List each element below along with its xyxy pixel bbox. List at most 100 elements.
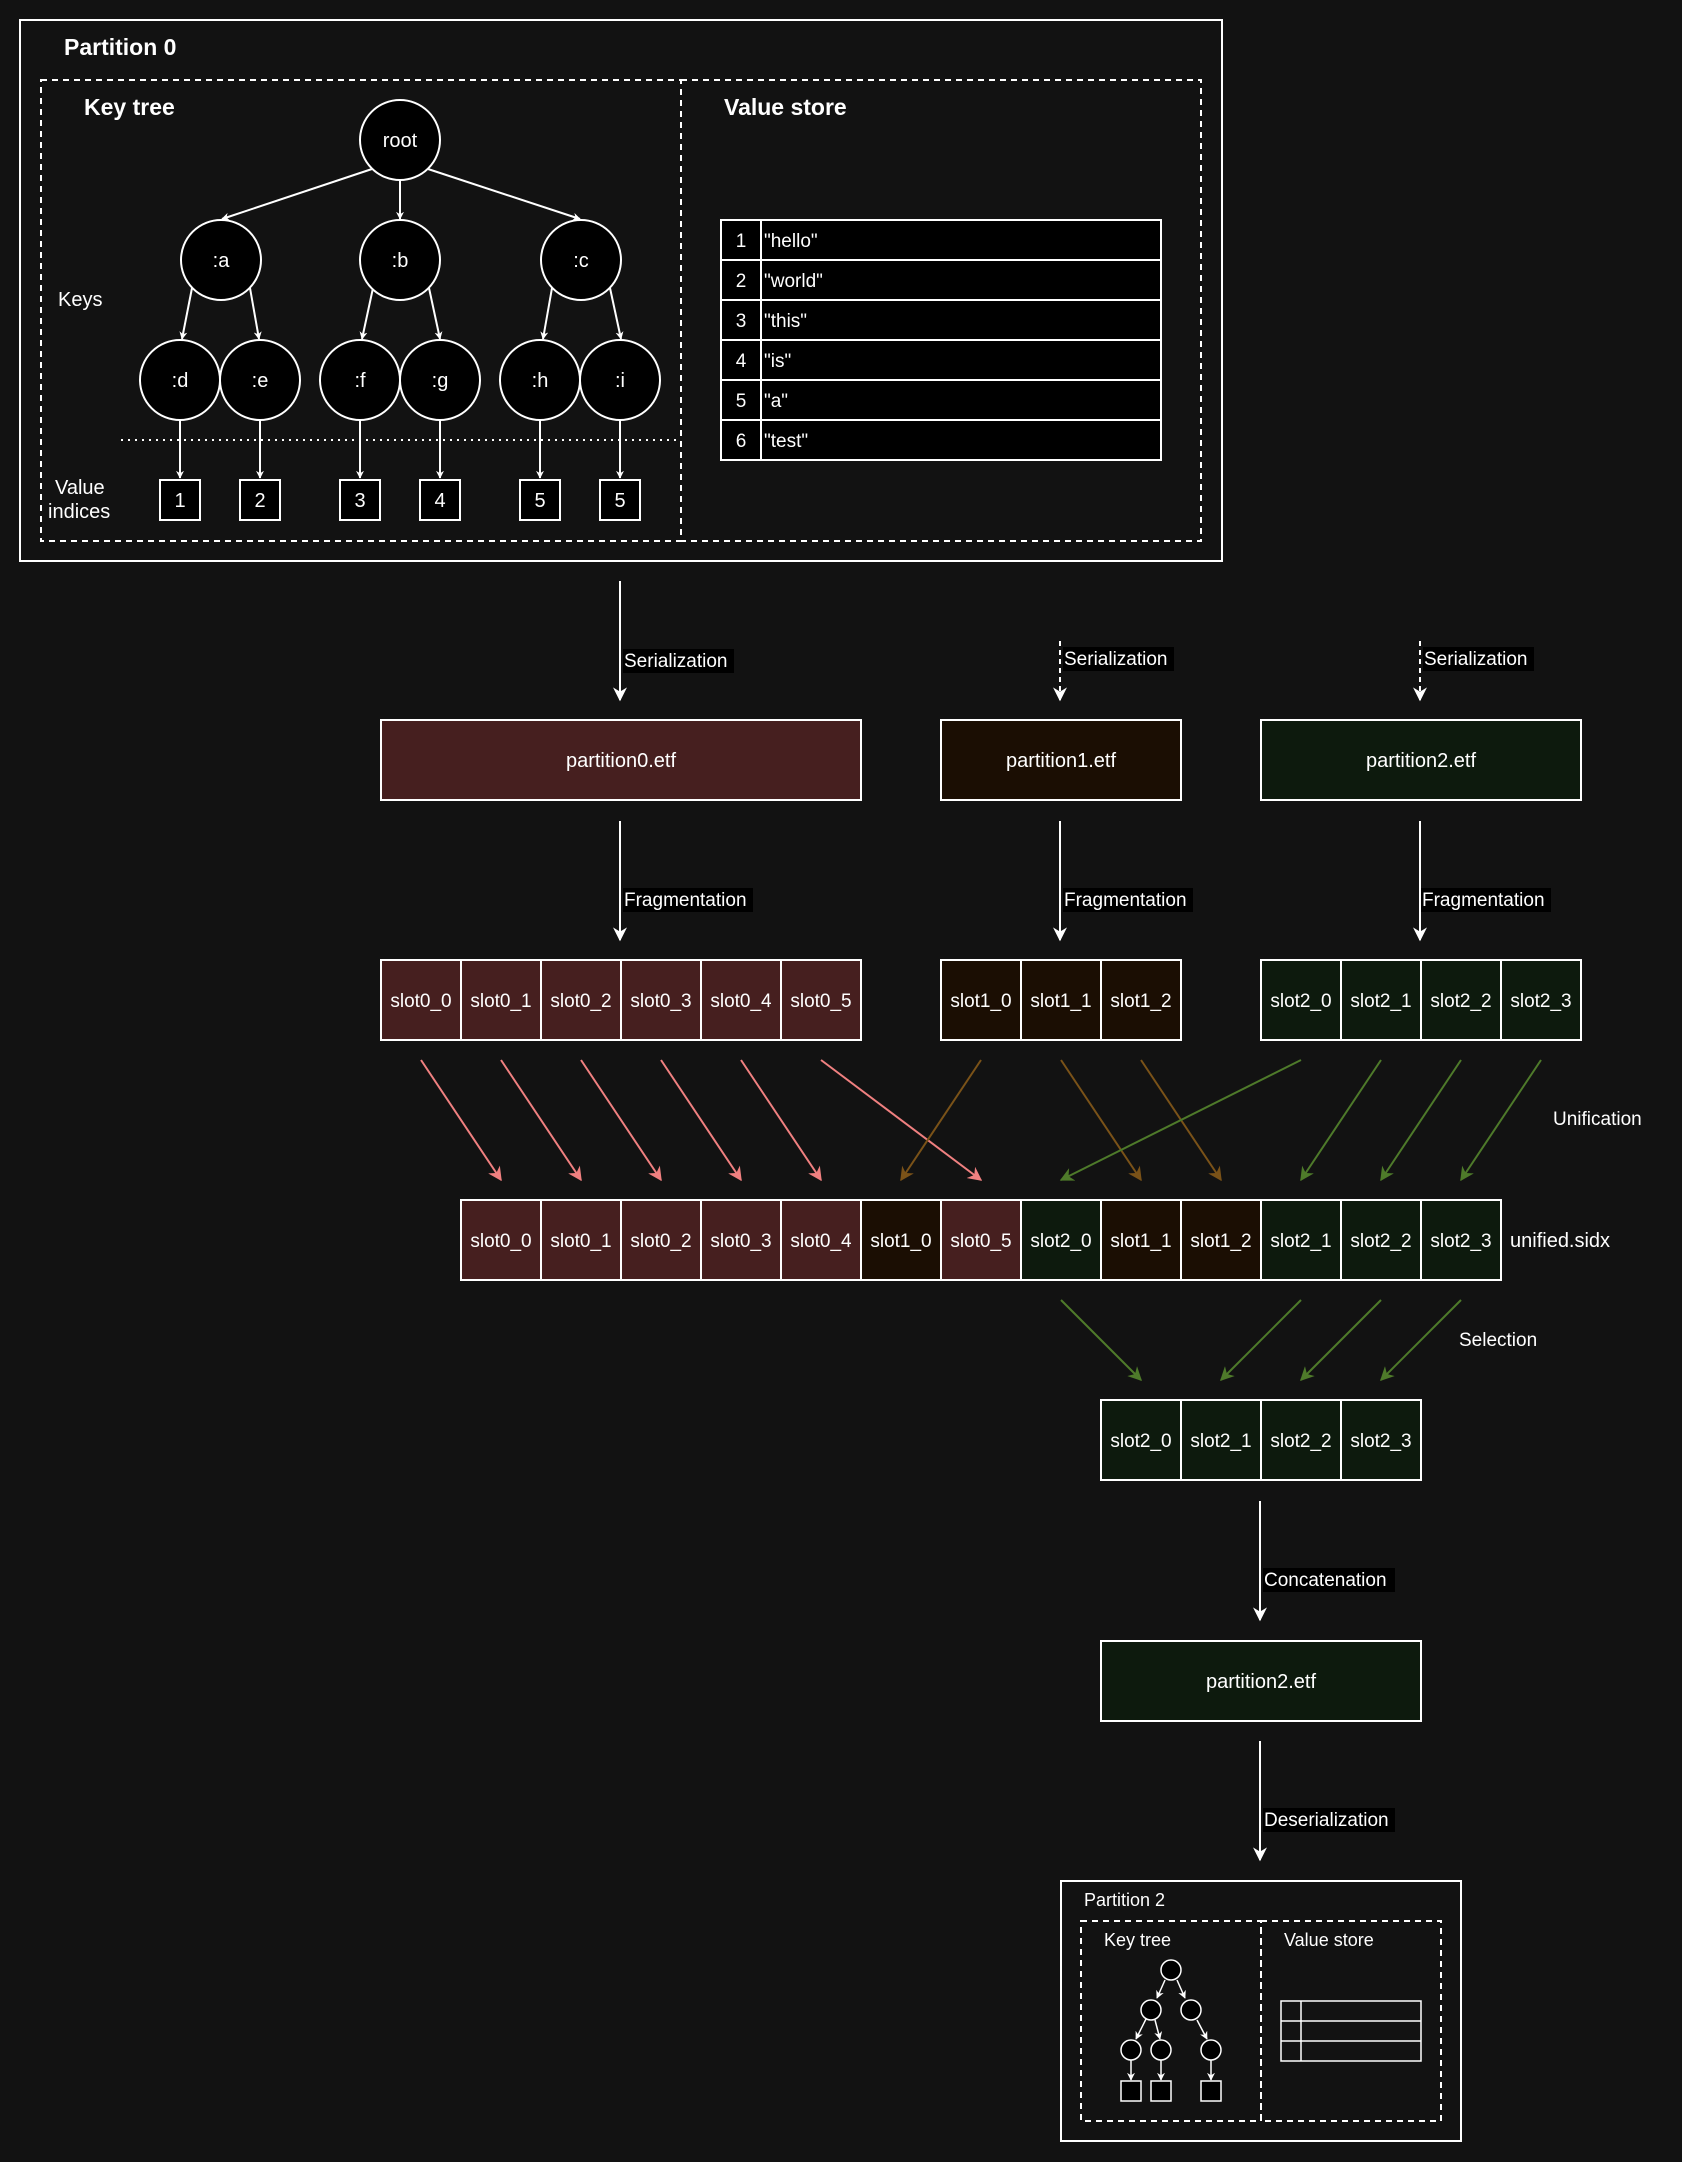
select-arrow-slot2_1 (1220, 1299, 1302, 1381)
value-index-box-1 (159, 479, 201, 521)
fragment-slot2_0 (1260, 959, 1342, 1041)
unify-arrow-slot2_3 (1460, 1059, 1542, 1182)
label-bg (1263, 1568, 1395, 1592)
concatenation-label: Concatenation (1264, 1570, 1387, 1591)
value-store-row-3 (720, 299, 1162, 341)
tree-edges (176, 168, 624, 479)
fragment-slot1_0-label: slot1_0 (950, 991, 1011, 1012)
value-index-text-3: 3 (354, 490, 365, 512)
result-etf-box (1100, 1640, 1422, 1722)
tree-node-e (219, 339, 301, 421)
fragment-slot0_2 (540, 959, 622, 1041)
unified-slot-10-label: slot1_2 (1190, 1231, 1251, 1252)
deserialization-step: Deserialization (1253, 1741, 1395, 1862)
value-index-box-3 (339, 479, 381, 521)
value-indices-label-line1: Value (55, 477, 105, 499)
unify-arrow-slot2_0 (1059, 1059, 1302, 1181)
partition2-panel: Partition 2 Key tree Value store (1060, 1880, 1462, 2142)
result-etf: partition2.etf (1100, 1640, 1422, 1722)
mini-edge (1196, 2019, 1208, 2040)
tree-node-f-label: :f (354, 370, 366, 392)
label-bg (1263, 1808, 1395, 1832)
value-index-text-2: 2 (254, 490, 265, 512)
mini-tree-nodes (1120, 1959, 1222, 2102)
value-index-text-1: 1 (174, 490, 185, 512)
fragment-slot0_0 (380, 959, 462, 1041)
partition2-key-tree-title: Key tree (1104, 1930, 1171, 1950)
fragment-slot2_1-label: slot2_1 (1350, 991, 1411, 1012)
tree-node-c (540, 219, 622, 301)
value-store-value-2: "world" (764, 271, 823, 292)
tree-node-b-label: :b (392, 250, 409, 272)
selection-arrows (1060, 1299, 1462, 1381)
edge-a-e (249, 287, 262, 340)
partition2-value-store-title: Value store (1284, 1930, 1374, 1950)
serialization-label-p0: Serialization (624, 651, 728, 672)
edge-a-d (179, 287, 193, 340)
value-index-box-2 (239, 479, 281, 521)
selected-slot-1-label: slot2_0 (1110, 1431, 1171, 1452)
partition1-etf-label: partition1.etf (1006, 750, 1117, 772)
mini-tree-node (1120, 2039, 1142, 2061)
unify-arrow-slot1_0 (900, 1059, 982, 1182)
partition2-etf-label: partition2.etf (1366, 750, 1477, 772)
value-store-index-1: 1 (736, 231, 747, 252)
etf-files: partition0.etf partition1.etf partition2… (380, 719, 1582, 801)
value-store-index-3: 3 (736, 311, 747, 332)
mini-edge (1176, 1979, 1186, 1999)
label-bg (1063, 647, 1174, 671)
unified-slot-10 (1180, 1199, 1262, 1281)
fragment-slot0_4 (700, 959, 782, 1041)
selected-slot-2-label: slot2_1 (1190, 1431, 1251, 1452)
fragment-slot0_1-label: slot0_1 (470, 991, 531, 1012)
fragmentation-label-p2: Fragmentation (1422, 890, 1545, 911)
tree-node-g (399, 339, 481, 421)
tree-node-i-label: :i (615, 370, 625, 392)
fragments-p2: slot2_0 slot2_1 slot2_2 slot2_3 (1260, 959, 1582, 1041)
unified-slot-5-label: slot0_4 (790, 1231, 852, 1252)
unification-label: Unification (1553, 1109, 1642, 1130)
unification-arrows (420, 1059, 1542, 1182)
label-bg (1423, 647, 1534, 671)
select-arrow-slot2_2 (1300, 1299, 1382, 1381)
selected-slot-3 (1260, 1399, 1342, 1481)
keys-label: Keys (58, 289, 102, 311)
mini-edge (1156, 1979, 1166, 1999)
mini-tree-node (1140, 1999, 1162, 2021)
fragment-slot0_3-label: slot0_3 (630, 991, 691, 1012)
fragment-slot2_3 (1500, 959, 1582, 1041)
unify-arrow-slot0_1 (500, 1059, 582, 1182)
serialization-label-p2: Serialization (1424, 649, 1528, 670)
selected-slot-4-label: slot2_3 (1350, 1431, 1411, 1452)
edge-c-i (609, 287, 624, 340)
mini-value-table (1280, 2000, 1422, 2062)
unify-arrow-slot2_1 (1300, 1059, 1382, 1182)
tree-node-e-label: :e (252, 370, 269, 392)
fragment-slot0_0-label: slot0_0 (390, 991, 451, 1012)
value-indices-label-line2: indices (48, 501, 110, 523)
fragment-slot1_0 (940, 959, 1022, 1041)
key-tree-title: Key tree (84, 94, 175, 120)
fragment-slot1_1-label: slot1_1 (1030, 991, 1091, 1012)
fragment-slot2_3-label: slot2_3 (1510, 991, 1571, 1012)
tree-node-h-label: :h (532, 370, 549, 392)
fragments-p1: slot1_0 slot1_1 slot1_2 (940, 959, 1182, 1041)
partition0-title: Partition 0 (64, 34, 176, 60)
unified-slot-12 (1340, 1199, 1422, 1281)
mini-table-frame (1280, 2000, 1422, 2062)
unified-slot-3-label: slot0_2 (630, 1231, 691, 1252)
value-store-table: 1 "hello" 2 "world" 3 "this" 4 "is" 5 "a… (720, 219, 1162, 461)
value-index-text-4: 4 (434, 490, 445, 512)
mini-tree-node (1180, 1999, 1202, 2021)
unified-slot-13-label: slot2_3 (1430, 1231, 1491, 1252)
select-arrow-slot2_0 (1060, 1299, 1142, 1381)
unified-slot-4-label: slot0_3 (710, 1231, 771, 1252)
unified-slot-9-label: slot1_1 (1110, 1231, 1171, 1252)
partition2-etf-box (1260, 719, 1582, 801)
serialization-label-p1: Serialization (1064, 649, 1168, 670)
value-store-row-4 (720, 339, 1162, 381)
selected-slot-2 (1180, 1399, 1262, 1481)
tree-node-root-label: root (383, 130, 418, 152)
result-etf-label: partition2.etf (1206, 1671, 1317, 1693)
partition2-title: Partition 2 (1084, 1890, 1165, 1910)
